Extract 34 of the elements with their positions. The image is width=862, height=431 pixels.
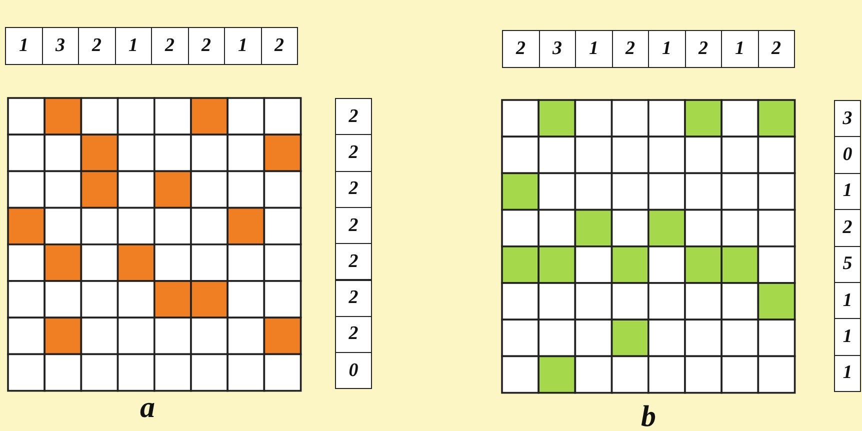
count-cell: 1 [834,318,861,356]
count-cell: 3 [42,27,79,65]
count-cell: 2 [502,30,540,68]
count-cell: 1 [114,27,152,65]
count-cell: 2 [758,30,795,68]
count-cell: 2 [335,98,372,136]
count-cell: 1 [834,172,861,210]
count-cell: 1 [834,282,861,320]
count-cell: 3 [538,30,576,68]
count-cell: 3 [834,100,861,138]
count-cell: 2 [260,27,298,65]
count-cell: 2 [151,27,188,65]
panel-letter: b [641,402,656,431]
count-cell: 2 [335,206,372,244]
panel-letter: a [140,393,155,423]
count-cell: 1 [648,30,686,68]
count-cell: 2 [335,316,372,354]
count-cell: 2 [335,243,372,280]
count-cell: 2 [834,209,861,247]
count-cell: 1 [834,354,861,392]
count-cell: 2 [612,30,649,68]
count-cell: 1 [224,27,262,65]
count-cell: 2 [335,170,372,208]
count-cell: 5 [834,246,861,283]
count-cell: 1 [5,27,42,65]
count-cell: 1 [721,30,758,68]
count-cell: 2 [188,27,225,65]
count-cell: 0 [335,352,372,390]
count-cell: 2 [78,27,116,65]
count-cell: 2 [335,280,372,317]
count-cell: 1 [575,30,612,68]
count-cell: 0 [834,136,861,174]
count-cell: 2 [684,30,722,68]
count-cell: 2 [335,134,372,172]
